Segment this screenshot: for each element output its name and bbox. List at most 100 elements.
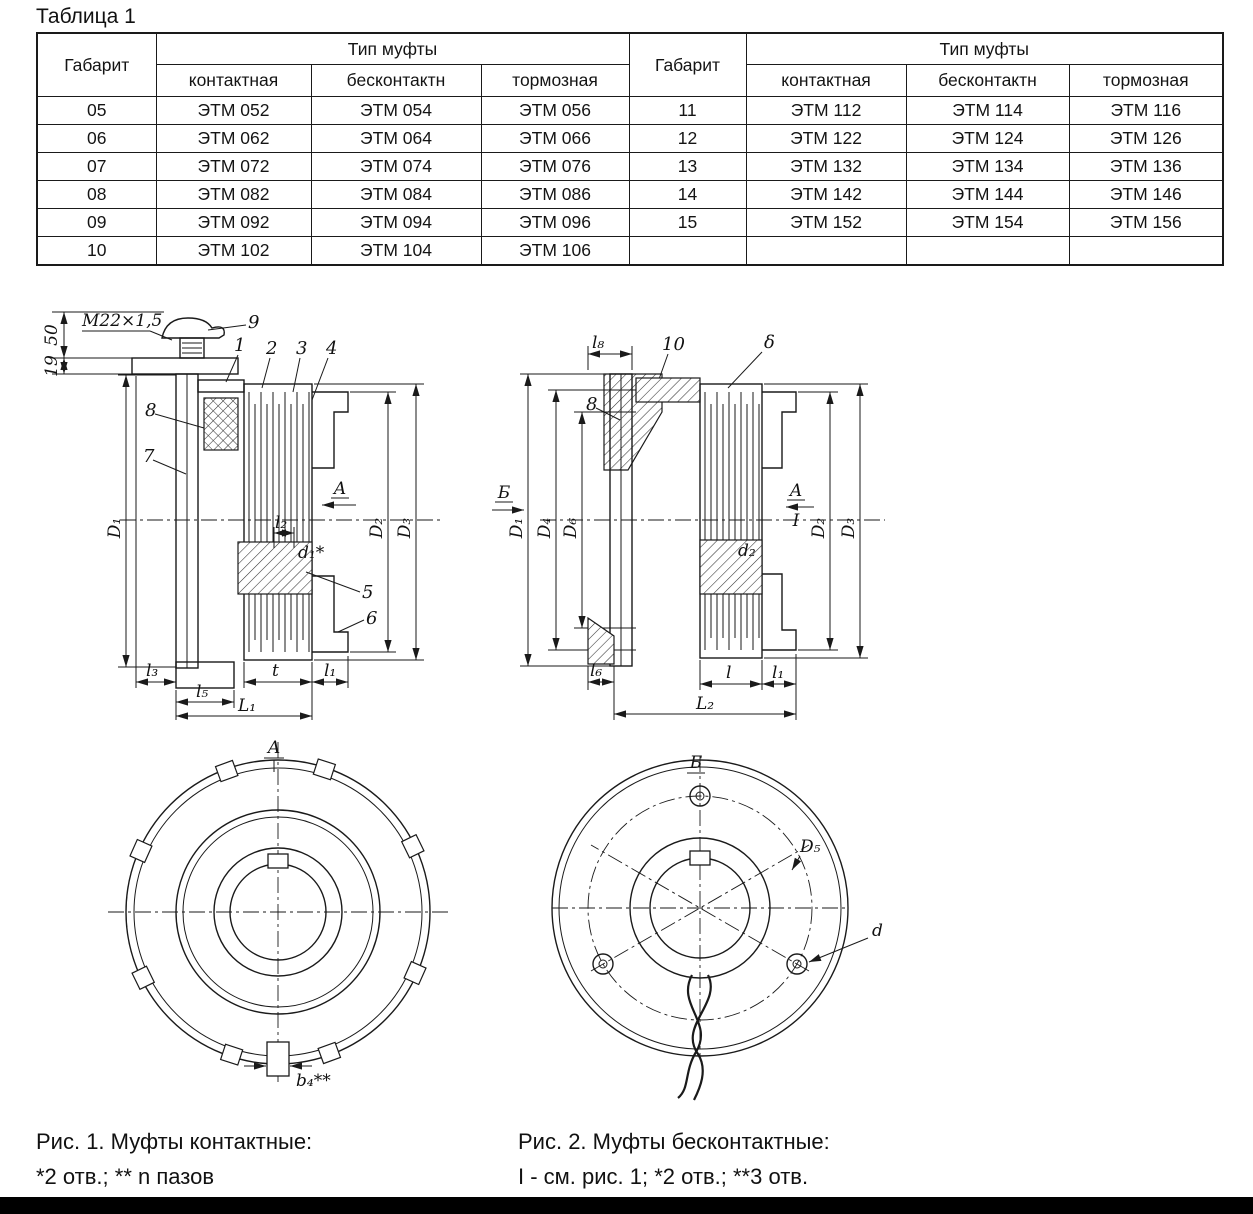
view-b-label: Б bbox=[497, 483, 511, 503]
dim-l8-top: l₈ bbox=[587, 333, 633, 370]
dim-label-D3: D₃ bbox=[395, 518, 415, 540]
part-6-label: 6 bbox=[366, 608, 377, 629]
dim-label-l6: l₆ bbox=[590, 661, 602, 681]
gap-delta-label: δ bbox=[764, 332, 775, 353]
header-gabarit-right: Габарит bbox=[628, 32, 747, 97]
keyway bbox=[267, 853, 289, 869]
table-cell bbox=[745, 236, 907, 266]
table-cell: ЭТМ 152 bbox=[745, 208, 907, 237]
table-cell: 10 bbox=[36, 236, 157, 266]
dim-label-l2: l₂ bbox=[275, 513, 287, 533]
table-cell: ЭТМ 056 bbox=[480, 96, 630, 125]
header-brake-right: тормозная bbox=[1068, 64, 1224, 97]
fig2-caption-title: Рис. 2. Муфты бесконтактные: bbox=[518, 1129, 830, 1154]
dim-label-d2: d₂ bbox=[738, 541, 756, 561]
fig1-caption: Рис. 1. Муфты контактные: *2 отв.; ** n … bbox=[36, 1124, 312, 1194]
part-2-label: 2 bbox=[265, 338, 277, 359]
view-a-label: А bbox=[789, 481, 803, 501]
table-cell: ЭТМ 054 bbox=[310, 96, 482, 125]
cable-clamp bbox=[587, 616, 615, 665]
view-b-arrow: Б bbox=[492, 483, 524, 514]
table-cell: ЭТМ 122 bbox=[745, 124, 907, 153]
table-cell: ЭТМ 106 bbox=[480, 236, 630, 266]
table-cell: ЭТМ 096 bbox=[480, 208, 630, 237]
friction-pack bbox=[243, 383, 313, 661]
table-cell: ЭТМ 126 bbox=[1068, 124, 1224, 153]
mount-holes bbox=[592, 785, 808, 975]
fig2-caption-note: I - см. рис. 1; *2 отв.; **3 отв. bbox=[518, 1164, 809, 1189]
dim-label-t: t bbox=[272, 661, 279, 681]
table-cell: ЭТМ 062 bbox=[155, 124, 312, 153]
table-cell: ЭТМ 094 bbox=[310, 208, 482, 237]
fig2-bottom-dims: l₆ l l₁ L₂ bbox=[587, 654, 797, 720]
hub-circle bbox=[629, 837, 771, 979]
table-row: 10 ЭТМ 102 ЭТМ 104 ЭТМ 106 bbox=[36, 236, 1224, 266]
view-a-detail-i: А I bbox=[786, 481, 814, 531]
table-cell: 09 bbox=[36, 208, 157, 237]
header-contactless-left: бесконтактн bbox=[310, 64, 482, 97]
table-cell: ЭТМ 076 bbox=[480, 152, 630, 181]
magnet-yoke bbox=[635, 377, 701, 403]
header-brake-left: тормозная bbox=[480, 64, 630, 97]
dim-D1: D₁ bbox=[105, 374, 176, 668]
dim-label-D2: D₂ bbox=[367, 518, 387, 540]
dim-label-l5: l₅ bbox=[196, 682, 208, 702]
table-cell: ЭТМ 072 bbox=[155, 152, 312, 181]
housing-top bbox=[312, 391, 349, 469]
dim-label-D1: D₁ bbox=[507, 518, 527, 539]
table-cell: ЭТМ 156 bbox=[1068, 208, 1224, 237]
table-cell: ЭТМ 154 bbox=[905, 208, 1070, 237]
table-cell: ЭТМ 112 bbox=[745, 96, 907, 125]
table-cell: ЭТМ 104 bbox=[310, 236, 482, 266]
dim-label-l3: l₃ bbox=[146, 661, 158, 681]
bottom-slot bbox=[266, 1041, 290, 1077]
dim-label-D3: D₃ bbox=[839, 518, 859, 540]
dim-label-D4: D₄ bbox=[535, 518, 555, 540]
table-title: Таблица 1 bbox=[36, 5, 136, 28]
part-9-label: 9 bbox=[248, 312, 259, 333]
dim-label-50: 50 bbox=[42, 324, 62, 346]
dim-label-D2: D₂ bbox=[809, 518, 829, 540]
dim-right: D₂ D₃ bbox=[764, 383, 868, 659]
table-row: 09 ЭТМ 092 ЭТМ 094 ЭТМ 096 15 ЭТМ 152 ЭТ… bbox=[36, 208, 1224, 237]
dim-label-L1: L₁ bbox=[237, 696, 256, 716]
table-cell: ЭТМ 102 bbox=[155, 236, 312, 266]
header-contact-right: контактная bbox=[745, 64, 907, 97]
dim-label-b4: b₄** bbox=[296, 1071, 331, 1091]
table-cell: 11 bbox=[628, 96, 747, 125]
hub-part-5 bbox=[237, 541, 313, 595]
part-7-label: 7 bbox=[143, 446, 155, 467]
dim-label-D5: D₅ bbox=[799, 837, 821, 857]
ring-slots bbox=[129, 758, 427, 1066]
dim-50-19: 50 19 bbox=[42, 311, 176, 377]
housing-top bbox=[762, 391, 797, 469]
dim-l2-d1: l₂ d₁* bbox=[273, 513, 325, 563]
table-row: 05 ЭТМ 052 ЭТМ 054 ЭТМ 056 11 ЭТМ 112 ЭТ… bbox=[36, 96, 1224, 125]
table-cell: ЭТМ 086 bbox=[480, 180, 630, 209]
table-cell: ЭТМ 074 bbox=[310, 152, 482, 181]
table-cell: 06 bbox=[36, 124, 157, 153]
table-cell: ЭТМ 124 bbox=[905, 124, 1070, 153]
view-a-label: А bbox=[333, 479, 347, 499]
table-cell: ЭТМ 146 bbox=[1068, 180, 1224, 209]
dim-label-L2: L₂ bbox=[695, 694, 714, 714]
detail-i-label: I bbox=[792, 511, 800, 531]
hub-circle bbox=[213, 847, 343, 977]
dim-label-l8: l₈ bbox=[592, 333, 604, 353]
table-cell: ЭТМ 092 bbox=[155, 208, 312, 237]
fig2-front-view: Б D₅ d bbox=[551, 753, 883, 1101]
dim-label-19: 19 bbox=[42, 355, 62, 377]
table-row: 08 ЭТМ 082 ЭТМ 084 ЭТМ 086 14 ЭТМ 142 ЭТ… bbox=[36, 180, 1224, 209]
part-8-label: 8 bbox=[145, 400, 156, 421]
part-3-label: 3 bbox=[296, 338, 307, 359]
table-cell: 14 bbox=[628, 180, 747, 209]
view-a-arrow: А bbox=[322, 479, 356, 509]
part-5-label: 5 bbox=[362, 582, 373, 603]
bolt-circle-D5 bbox=[587, 795, 813, 1021]
table-cell bbox=[905, 236, 1070, 266]
view-a-title: А bbox=[267, 738, 281, 758]
housing-bottom bbox=[762, 573, 797, 651]
part-1-label: 1 bbox=[234, 335, 245, 356]
keyway bbox=[689, 850, 711, 866]
view-b-title: Б bbox=[689, 753, 703, 773]
